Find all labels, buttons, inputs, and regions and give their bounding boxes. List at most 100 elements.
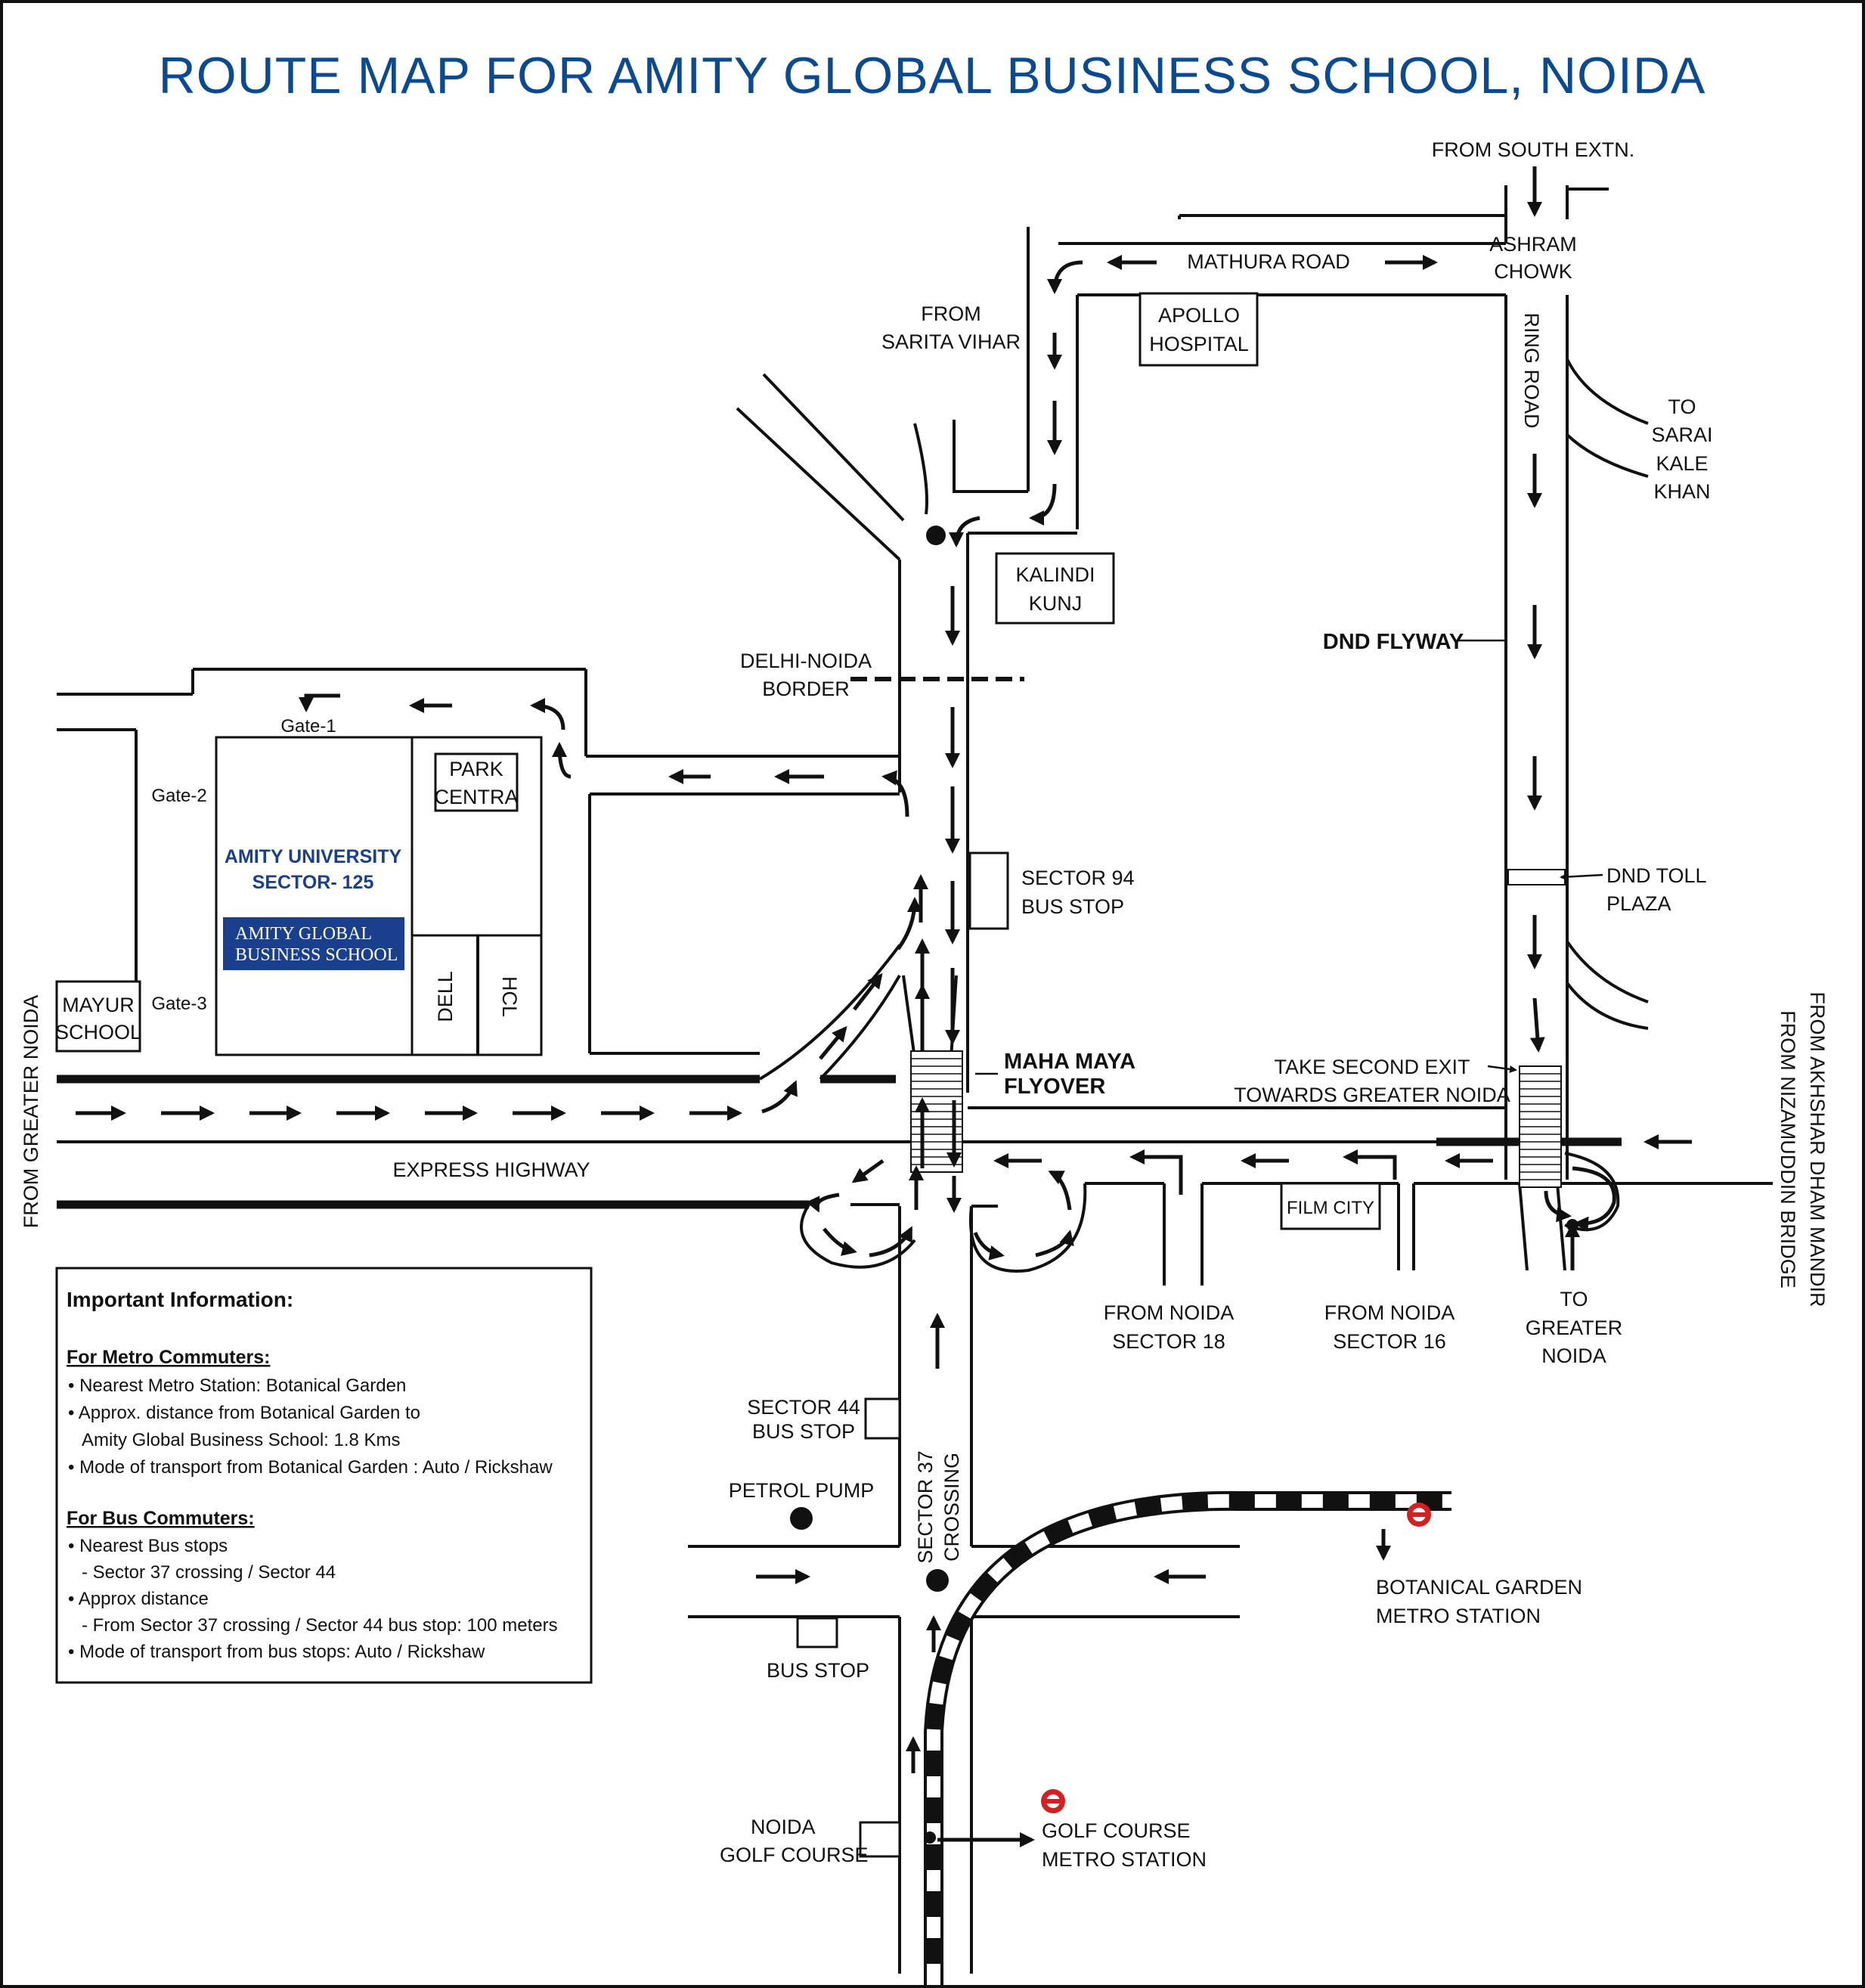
- label-mathura-road: MATHURA ROAD: [1187, 250, 1350, 273]
- map-labels: FROM SOUTH EXTN. ASHRAM CHOWK MATHURA RO…: [20, 138, 1829, 1871]
- label-agbs-2: BUSINESS SCHOOL: [235, 945, 398, 965]
- label-sector94-2: BUS STOP: [1021, 895, 1124, 918]
- sector-37-crossing-dot: [926, 1569, 949, 1592]
- apollo-hospital-box: [1139, 292, 1259, 367]
- label-dnd-flyway: DND FLYWAY: [1323, 630, 1464, 654]
- label-agbs-1: AMITY GLOBAL: [235, 924, 372, 944]
- label-film-city: FILM CITY: [1287, 1198, 1374, 1218]
- agbs-box: [223, 917, 404, 970]
- label-dell: DELL: [434, 971, 457, 1022]
- label-dnd-toll-2: PLAZA: [1606, 892, 1671, 915]
- label-sector94-1: SECTOR 94: [1021, 867, 1135, 889]
- label-from-s18-2: SECTOR 18: [1112, 1330, 1225, 1353]
- info-bus-4: - From Sector 37 crossing / Sector 44 bu…: [82, 1615, 558, 1636]
- metro-logo-icon: [1041, 1789, 1065, 1813]
- label-from-south-extn: FROM SOUTH EXTN.: [1432, 138, 1635, 161]
- label-dnd-toll-1: DND TOLL: [1606, 864, 1707, 887]
- label-apollo-1: APOLLO: [1158, 304, 1240, 327]
- botanical-garden-dot: [1376, 1496, 1388, 1509]
- label-to-sarai-1: TO: [1668, 395, 1696, 418]
- metro-line: [924, 1490, 1451, 1985]
- label-from-s16-1: FROM NOIDA: [1324, 1301, 1455, 1324]
- label-to-sarai-3: KALE: [1656, 452, 1708, 475]
- info-metro-2: • Approx. distance from Botanical Garden…: [68, 1403, 420, 1423]
- label-golf-metro-2: METRO STATION: [1042, 1848, 1207, 1871]
- label-to-gn-1: TO: [1560, 1288, 1588, 1310]
- info-bus-2: - Sector 37 crossing / Sector 44: [82, 1562, 336, 1583]
- film-city-box: [1280, 1182, 1381, 1230]
- info-heading: Important Information:: [67, 1288, 293, 1311]
- label-golf-2: GOLF COURSE: [720, 1844, 869, 1866]
- sector44-busstop-box: [864, 1397, 901, 1440]
- label-hcl: HCL: [498, 976, 521, 1017]
- label-park-2: CENTRA: [434, 786, 518, 808]
- info-metro-1: • Nearest Metro Station: Botanical Garde…: [68, 1375, 406, 1396]
- sector94-busstop-box: [968, 851, 1009, 930]
- label-take-exit-1: TAKE SECOND EXIT: [1274, 1056, 1470, 1078]
- mayur-school-box: [55, 980, 141, 1053]
- label-kalindi-2: KUNJ: [1029, 592, 1083, 615]
- label-from-sarita-1: FROM: [921, 302, 981, 325]
- label-kalindi-1: KALINDI: [1015, 563, 1095, 586]
- petrol-pump-dot: [790, 1507, 813, 1530]
- info-box: Important Information: For Metro Commute…: [55, 1267, 593, 1684]
- label-s37-2: CROSSING: [940, 1453, 963, 1562]
- label-from-greater-noida: FROM GREATER NOIDA: [20, 995, 42, 1229]
- label-botanical-1: BOTANICAL GARDEN: [1376, 1576, 1582, 1599]
- bus-stop-box: [796, 1617, 838, 1648]
- label-from-s18-1: FROM NOIDA: [1104, 1301, 1235, 1324]
- sarita-vihar-junction-dot: [926, 526, 946, 545]
- label-sector44-2: BUS STOP: [752, 1420, 855, 1443]
- info-bus-5: • Mode of transport from bus stops: Auto…: [68, 1642, 485, 1662]
- kalindi-kunj-box: [995, 552, 1115, 625]
- label-bus-stop: BUS STOP: [767, 1659, 869, 1682]
- label-mahamaya-2: FLYOVER: [1004, 1075, 1105, 1099]
- info-metro-3: Amity Global Business School: 1.8 Kms: [82, 1430, 401, 1450]
- dnd-loop-hatch: [1519, 1065, 1562, 1188]
- golf-course-box: [859, 1821, 901, 1858]
- label-from-nizamuddin: FROM NIZAMUDDIN BRIDGE: [1777, 1010, 1799, 1289]
- label-border-2: BORDER: [762, 678, 850, 700]
- label-golf-metro-1: GOLF COURSE: [1042, 1819, 1191, 1842]
- traffic-arrows: [76, 166, 1692, 1847]
- info-metro-heading: For Metro Commuters:: [67, 1347, 270, 1368]
- leader-lines: [975, 639, 1603, 1075]
- golf-course-dot: [924, 1831, 936, 1844]
- label-amity-sector: SECTOR- 125: [252, 872, 374, 893]
- label-mayur-1: MAYUR: [62, 994, 135, 1016]
- label-gate-3: Gate-3: [151, 994, 206, 1014]
- label-from-akshar: FROM AKHSHAR DHAM MANDIR: [1806, 991, 1829, 1307]
- label-gate-1: Gate-1: [280, 716, 336, 737]
- park-centra-box: [434, 752, 519, 812]
- label-apollo-2: HOSPITAL: [1149, 333, 1249, 355]
- label-park-1: PARK: [449, 758, 503, 780]
- label-express-highway: EXPRESS HIGHWAY: [392, 1158, 590, 1181]
- label-mahamaya-1: MAHA MAYA: [1004, 1050, 1135, 1074]
- label-petrol-pump: PETROL PUMP: [729, 1479, 875, 1502]
- info-bus-1: • Nearest Bus stops: [68, 1536, 228, 1556]
- greater-noida-dot: [1566, 1219, 1578, 1231]
- page-title: ROUTE MAP FOR AMITY GLOBAL BUSINESS SCHO…: [159, 47, 1706, 104]
- road-network: [57, 185, 1773, 1974]
- info-metro-4: • Mode of transport from Botanical Garde…: [68, 1457, 553, 1478]
- label-border-1: DELHI-NOIDA: [740, 650, 872, 672]
- label-to-sarai-2: SARAI: [1651, 423, 1712, 446]
- label-to-gn-3: NOIDA: [1541, 1344, 1606, 1367]
- label-from-s16-2: SECTOR 16: [1333, 1330, 1446, 1353]
- label-gate-2: Gate-2: [151, 786, 206, 806]
- label-botanical-2: METRO STATION: [1376, 1605, 1541, 1627]
- label-amity-university: AMITY UNIVERSITY: [225, 846, 402, 867]
- info-bus-3: • Approx distance: [68, 1589, 209, 1609]
- label-to-gn-2: GREATER: [1526, 1317, 1623, 1339]
- label-s37-1: SECTOR 37: [914, 1450, 937, 1564]
- info-bus-heading: For Bus Commuters:: [67, 1508, 255, 1529]
- label-ring-road: RING ROAD: [1520, 312, 1543, 428]
- label-mayur-2: SCHOOL: [55, 1021, 141, 1044]
- dnd-toll-gate: [1507, 869, 1566, 885]
- label-ashram-chowk-2: CHOWK: [1494, 260, 1572, 283]
- label-sector44-1: SECTOR 44: [747, 1396, 860, 1419]
- label-from-sarita-2: SARITA VIHAR: [881, 330, 1021, 353]
